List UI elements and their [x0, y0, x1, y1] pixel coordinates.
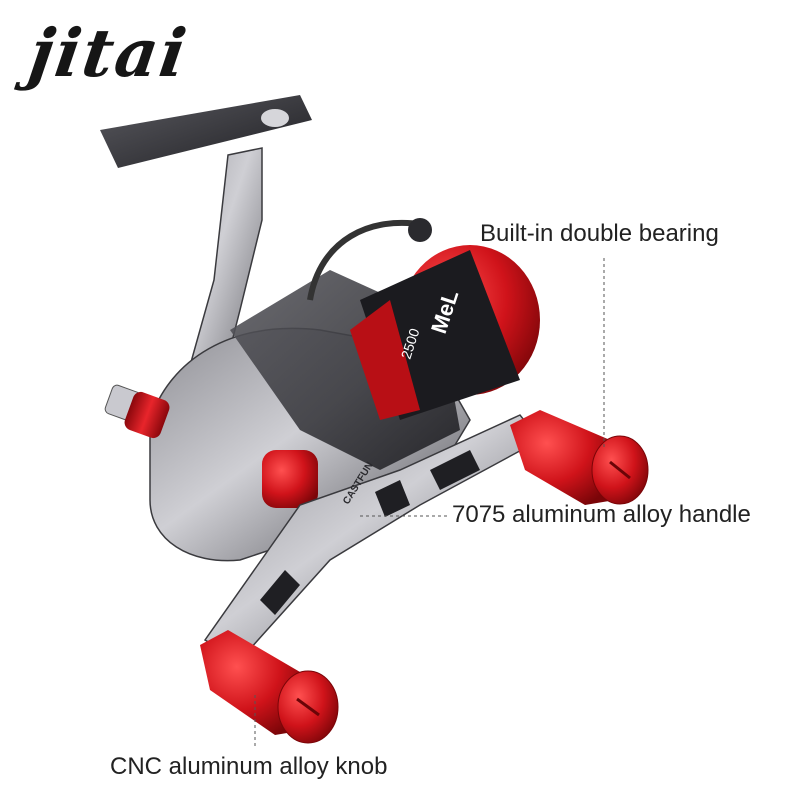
rear-knob — [104, 384, 170, 439]
bail-arm — [307, 219, 426, 301]
callout-built-in-double-bearing: Built-in double bearing — [480, 220, 719, 247]
reel-foot — [100, 95, 312, 168]
callout-aluminum-alloy-handle: 7075 aluminum alloy handle — [452, 501, 751, 528]
upper-knob — [510, 410, 649, 505]
reel-spool — [350, 245, 540, 420]
lower-knob — [200, 630, 339, 744]
callout-aluminum-alloy-knob: CNC aluminum alloy knob — [110, 753, 388, 780]
